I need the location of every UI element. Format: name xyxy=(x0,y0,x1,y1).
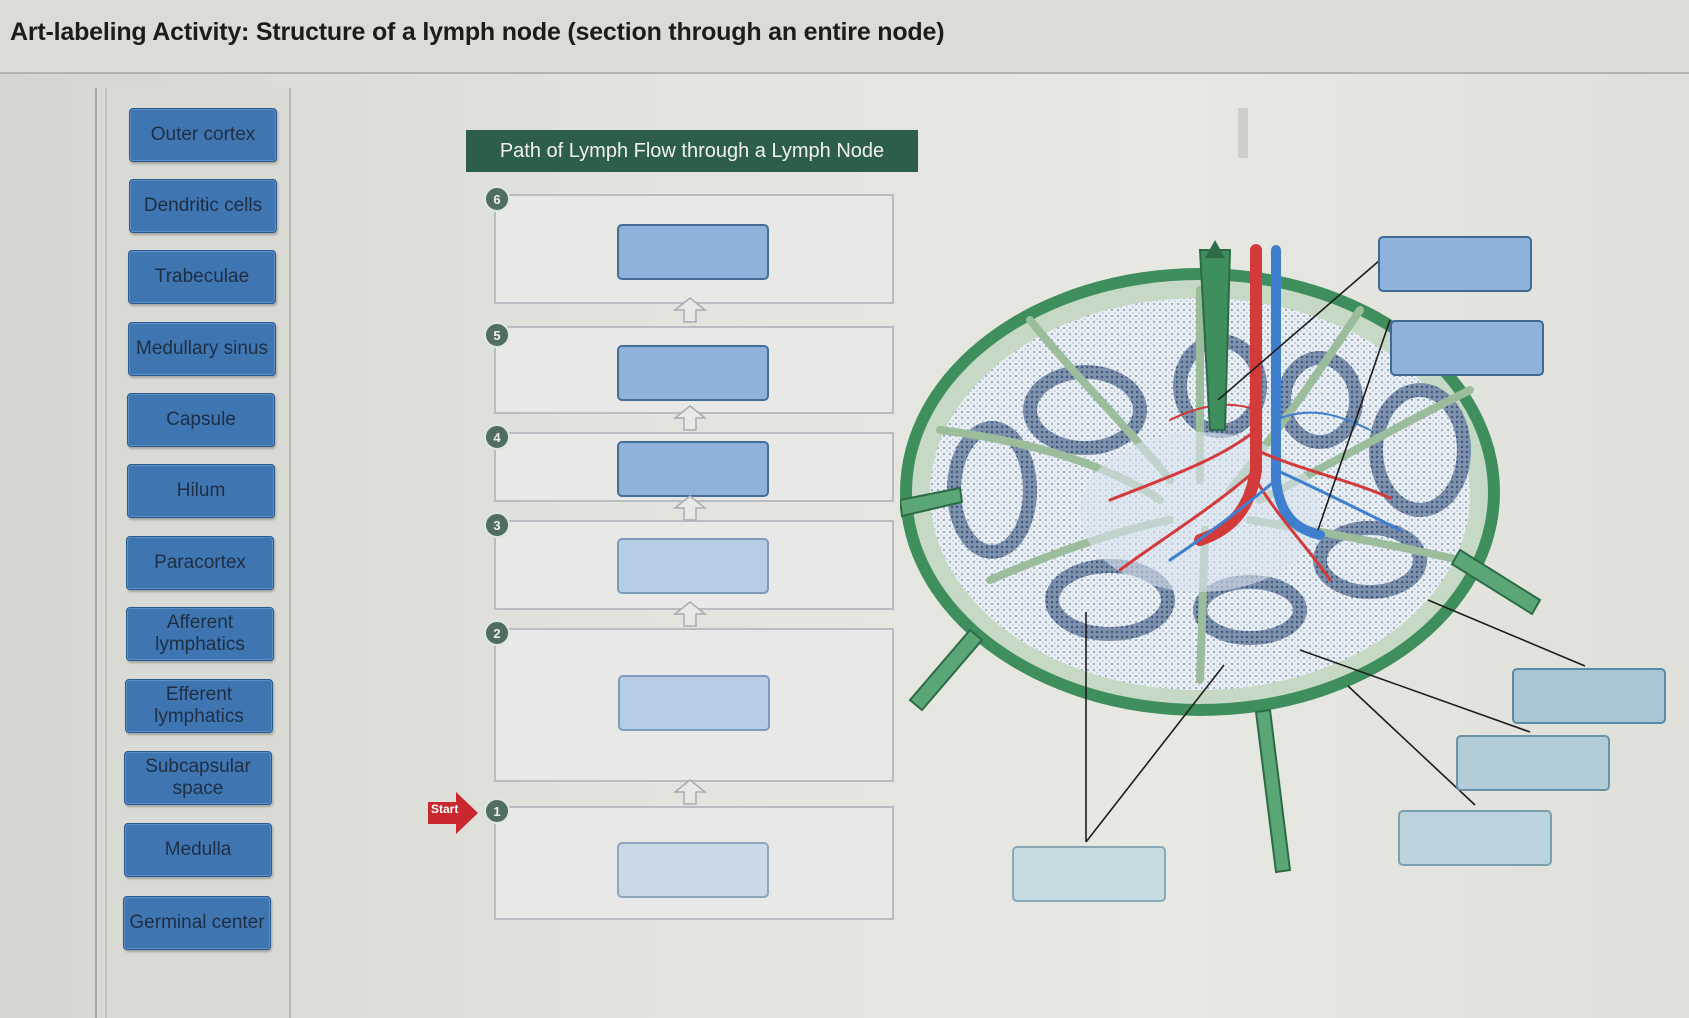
chip-label: Hilum xyxy=(176,480,226,501)
up-arrow-icon xyxy=(673,495,707,521)
step-number-2: 2 xyxy=(484,620,510,646)
flow-drop-target-3[interactable] xyxy=(617,538,769,594)
step-number-6: 6 xyxy=(484,186,510,212)
label-chip-paracortex[interactable]: Paracortex xyxy=(126,536,274,590)
diagram-drop-target-medulla[interactable] xyxy=(1390,320,1544,376)
step-number-5: 5 xyxy=(484,322,510,348)
chip-label: Efferent lymphatics xyxy=(154,684,244,727)
label-chip-medullary-sinus[interactable]: Medullary sinus xyxy=(128,322,276,376)
flow-drop-target-1[interactable] xyxy=(617,842,769,898)
up-arrow-icon xyxy=(673,601,707,627)
step-number-4: 4 xyxy=(484,424,510,450)
chip-label: Subcapsular space xyxy=(145,756,251,799)
chip-label: Outer cortex xyxy=(150,124,256,145)
chip-label: Trabeculae xyxy=(154,266,250,287)
label-chip-subcapsular-space[interactable]: Subcapsular space xyxy=(124,751,272,805)
flow-panel-header: Path of Lymph Flow through a Lymph Node xyxy=(466,130,918,172)
diagram-drop-target-outer-cortex[interactable] xyxy=(1456,735,1610,791)
label-chip-trabeculae[interactable]: Trabeculae xyxy=(128,250,276,304)
chip-label: Paracortex xyxy=(154,552,246,573)
chip-label: Afferent lymphatics xyxy=(155,612,245,655)
step-number-1: 1 xyxy=(484,798,510,824)
chip-label: Germinal center xyxy=(129,912,265,933)
diagram-drop-target-efferent[interactable] xyxy=(1378,236,1532,292)
chip-label: Capsule xyxy=(166,409,236,430)
flow-drop-target-2[interactable] xyxy=(618,675,770,731)
label-chip-hilum[interactable]: Hilum xyxy=(127,464,275,518)
label-chip-capsule[interactable]: Capsule xyxy=(127,393,275,447)
label-chip-medulla[interactable]: Medulla xyxy=(124,823,272,877)
label-chip-outer-cortex[interactable]: Outer cortex xyxy=(129,108,277,162)
start-arrow-icon xyxy=(428,792,478,834)
start-label: Start xyxy=(431,802,459,816)
scroll-hint xyxy=(1238,108,1248,158)
diagram-drop-target-paracortex[interactable] xyxy=(1012,846,1166,902)
step-number-3: 3 xyxy=(484,512,510,538)
diagram-drop-target-germinal-center[interactable] xyxy=(1398,810,1552,866)
label-chip-afferent-lymphatics[interactable]: Afferent lymphatics xyxy=(126,607,274,661)
diagram-drop-target-capsule[interactable] xyxy=(1512,668,1666,724)
label-bank-divider xyxy=(105,88,107,1018)
flow-drop-target-4[interactable] xyxy=(617,441,769,497)
flow-drop-target-6[interactable] xyxy=(617,224,769,280)
up-arrow-icon xyxy=(673,297,707,323)
flow-drop-target-5[interactable] xyxy=(617,345,769,401)
title-divider xyxy=(0,72,1689,74)
page-title: Art-labeling Activity: Structure of a ly… xyxy=(10,18,945,46)
up-arrow-icon xyxy=(673,779,707,805)
label-chip-efferent-lymphatics[interactable]: Efferent lymphatics xyxy=(125,679,273,733)
chip-label: Medullary sinus xyxy=(136,338,268,359)
chip-label: Dendritic cells xyxy=(143,195,263,216)
up-arrow-icon xyxy=(673,405,707,431)
label-chip-germinal-center[interactable]: Germinal center xyxy=(123,896,271,950)
lymph-node-diagram xyxy=(900,240,1586,874)
chip-label: Medulla xyxy=(164,839,232,860)
label-chip-dendritic-cells[interactable]: Dendritic cells xyxy=(129,179,277,233)
